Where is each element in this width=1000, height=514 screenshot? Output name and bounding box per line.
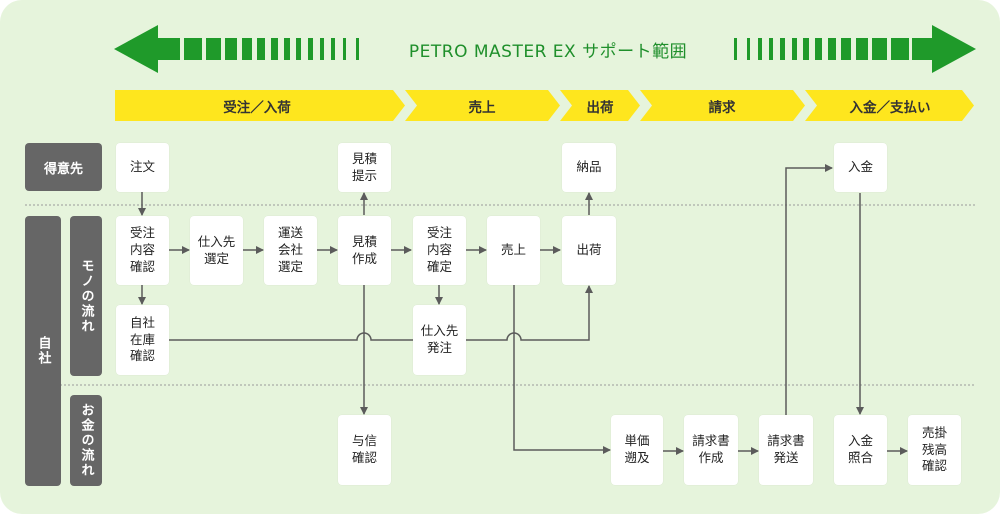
phase-sales-label: 売上: [468, 99, 496, 116]
phase-chevron-sales: [405, 90, 560, 121]
node-shipping: 出荷: [562, 216, 616, 285]
phase-payment-label: 入金／支払い: [849, 99, 931, 116]
node-supplier-select: 仕入先 選定: [190, 216, 243, 285]
node-quote-create: 見積 作成: [338, 216, 391, 285]
node-receivable-check: 売掛 残高 確認: [908, 415, 961, 485]
node-payment-match: 入金 照合: [834, 415, 887, 485]
phase-ship-label: 出荷: [586, 99, 614, 116]
node-order-finalize: 受注 内容 確定: [413, 216, 466, 285]
node-invoice-create: 請求書 作成: [684, 415, 738, 485]
lane-goods-flow-label: モノの流れ: [70, 216, 102, 376]
node-invoice-send: 請求書 発送: [759, 415, 813, 485]
lane-money-flow-label: お金の流れ: [70, 395, 102, 486]
node-quote-present: 見積 提示: [338, 143, 391, 192]
support-range-title: PETRO MASTER EX サポート範囲: [408, 41, 688, 62]
node-delivery: 納品: [562, 143, 616, 192]
lane-company-label: 自社: [25, 216, 61, 486]
node-payment-in-customer: 入金: [834, 143, 887, 192]
lane-customer-label: 得意先: [25, 143, 102, 191]
node-sales: 売上: [487, 216, 540, 285]
node-credit-check: 与信 確認: [338, 415, 391, 485]
phase-order-label: 受注／入荷: [223, 99, 291, 116]
range-left-arrowhead: [114, 25, 158, 73]
phase-chevron-payment: [805, 90, 974, 121]
node-carrier-select: 運送 会社 選定: [264, 216, 317, 285]
phase-chevron-ship: [560, 90, 640, 121]
range-right-arrowhead: [932, 25, 976, 73]
node-stock-check: 自社 在庫 確認: [116, 305, 169, 375]
phase-billing-label: 請求: [708, 99, 736, 116]
node-order: 注文: [116, 143, 169, 192]
phase-chevron-order: [115, 90, 405, 121]
phase-chevron-billing: [640, 90, 805, 121]
connectors: [138, 164, 908, 455]
phase-bar: [115, 90, 974, 121]
node-order-confirm: 受注 内容 確認: [116, 216, 169, 285]
node-unit-price: 単価 遡及: [611, 415, 663, 485]
node-supplier-order: 仕入先 発注: [413, 305, 466, 375]
support-range-band: [114, 25, 976, 73]
